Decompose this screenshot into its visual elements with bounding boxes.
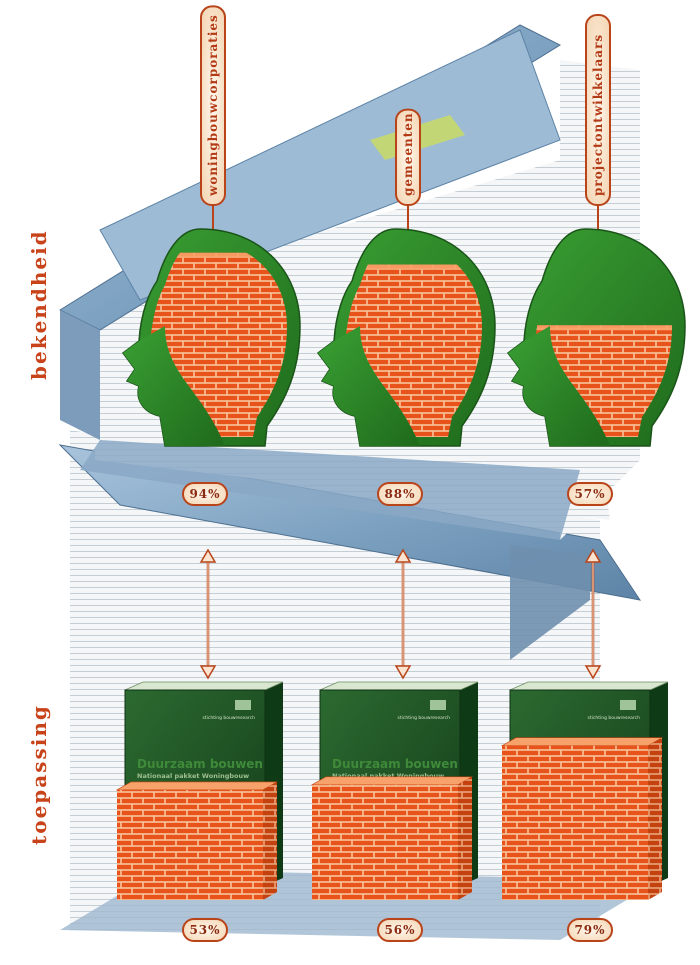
awareness-pct-label: 57% xyxy=(574,487,605,501)
brick-wall-top xyxy=(310,776,474,786)
application-pct-label: 79% xyxy=(574,923,605,937)
book-logo xyxy=(620,700,636,710)
awareness-pct-pill xyxy=(567,482,613,506)
brick-wall-top xyxy=(500,737,664,747)
book-title: Duurzaam bouwen xyxy=(332,757,458,771)
book-top-pages xyxy=(319,681,479,691)
face-profile xyxy=(508,326,610,446)
application-label: toepassing xyxy=(27,704,51,845)
book-title: Duurzaam bouwen xyxy=(137,757,263,771)
application-pct-pill xyxy=(182,918,228,942)
application-brick-wall xyxy=(500,737,664,900)
group-projectontwikkelaars: projectontwikkelaars 57% stichting bouwres… xyxy=(500,14,686,942)
brick-wall xyxy=(312,784,458,900)
tag-pill xyxy=(585,14,611,206)
application-pct-pill xyxy=(377,918,423,942)
face-profile xyxy=(123,326,225,446)
book-subtitle: Nationaal pakket Woningbouw xyxy=(137,772,249,780)
group-woningbouwcorporaties: woningbouwcorporaties 94% stichting bouwre… xyxy=(115,5,301,942)
book-publisher: stichting bouwresearch xyxy=(588,715,641,721)
brick-wall-top xyxy=(137,252,287,258)
awareness-pct-pill xyxy=(377,482,423,506)
brick-wall xyxy=(117,789,263,900)
head-silhouette-icon xyxy=(121,228,301,447)
book-subtitle: Nationaal pakket Woningbouw xyxy=(332,772,444,780)
book-top-pages xyxy=(124,681,284,691)
double-arrow-icon xyxy=(199,548,217,680)
application-pct-label: 56% xyxy=(384,923,415,937)
face-profile xyxy=(318,326,420,446)
application-pct-label: 53% xyxy=(189,923,220,937)
head-silhouette-icon xyxy=(316,228,496,447)
double-arrow-icon xyxy=(394,548,412,680)
brick-wall-side xyxy=(263,781,277,900)
groups: woningbouwcorporaties 94% stichting bouwre… xyxy=(115,5,686,942)
awareness-pct-label: 94% xyxy=(189,487,220,501)
cover-edge xyxy=(60,310,100,440)
brick-wall xyxy=(502,745,648,900)
group-label: projectontwikkelaars xyxy=(591,34,605,196)
tag-pill xyxy=(200,5,226,207)
application-brick-wall xyxy=(115,781,279,900)
brick-wall-side xyxy=(458,776,472,900)
brick-wall-side xyxy=(648,737,662,900)
lower-spine xyxy=(510,545,590,660)
double-arrow-icon xyxy=(584,548,602,680)
application-pct-pill xyxy=(567,918,613,942)
tag-pill xyxy=(395,108,421,206)
head-silhouette-icon xyxy=(506,228,686,447)
book-publisher: stichting bouwresearch xyxy=(398,715,451,721)
group-label: gemeenten xyxy=(401,112,415,196)
group-label: woningbouwcorporaties xyxy=(206,14,220,197)
application-brick-wall xyxy=(310,776,474,900)
brick-wall-top xyxy=(332,264,482,270)
book-logo xyxy=(430,700,446,710)
book-publisher: stichting bouwresearch xyxy=(203,715,256,721)
middle-cover xyxy=(80,440,580,540)
brick-wall-top xyxy=(522,325,672,331)
brick-wall-top xyxy=(115,781,279,791)
book-top-pages xyxy=(509,681,669,691)
awareness-pct-label: 88% xyxy=(384,487,415,501)
book-logo xyxy=(235,700,251,710)
group-gemeenten: gemeenten 88% stichting bouwresearchDuurza… xyxy=(310,108,496,942)
awareness-pct-pill xyxy=(182,482,228,506)
awareness-label: bekendheid xyxy=(27,229,51,380)
